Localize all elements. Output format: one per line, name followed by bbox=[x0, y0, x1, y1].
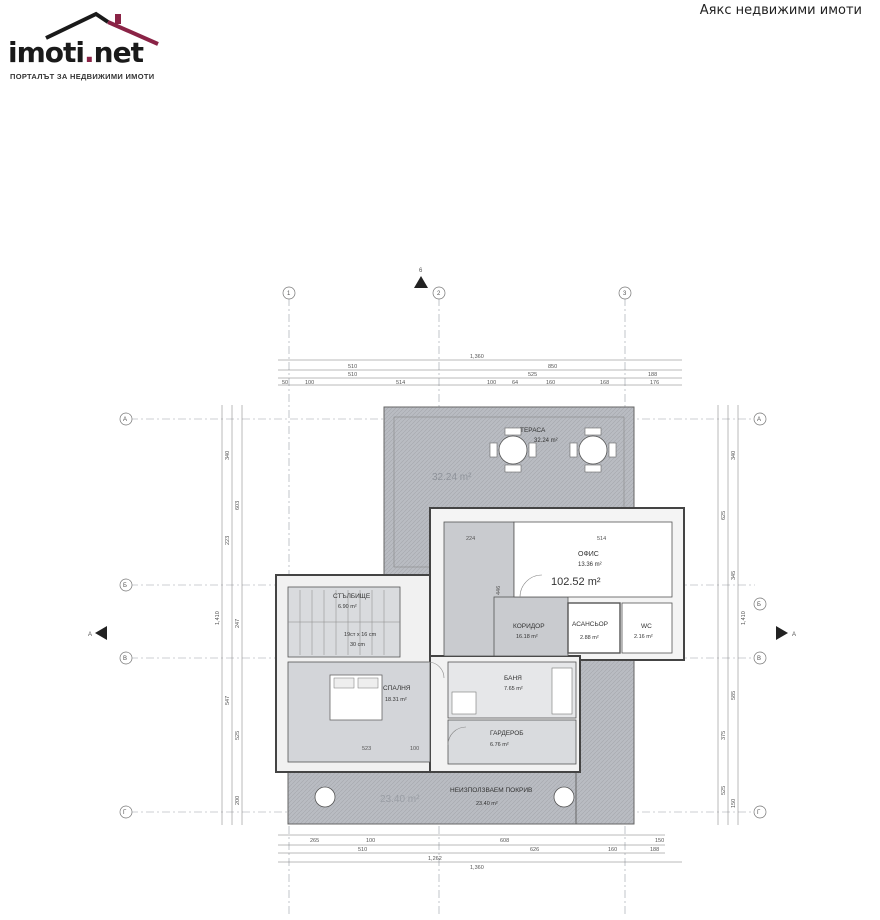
dim-right-c: 345 bbox=[731, 571, 737, 580]
axis-label-b-right: Б bbox=[757, 602, 761, 608]
stair-note2: 30 cm bbox=[350, 642, 365, 648]
room-area-elevator: 2.88 m² bbox=[580, 635, 599, 641]
dim-top3-b: 100 bbox=[305, 380, 314, 386]
dim-right-d: 585 bbox=[731, 691, 737, 700]
dim-left-g: 200 bbox=[235, 796, 241, 805]
dim-left-total: 1,410 bbox=[215, 611, 221, 625]
dim-left-f: 525 bbox=[235, 731, 241, 740]
axis-label-v-right: В bbox=[757, 656, 761, 662]
dim-bottom2-188: 188 bbox=[650, 847, 659, 853]
room-name-stairs: СТЪЛБИЩЕ bbox=[333, 593, 371, 600]
logo-tagline: ПОРТАЛЪТ ЗА НЕДВИЖИМИ ИМОТИ bbox=[10, 72, 155, 81]
room-area-wc: 2.16 m² bbox=[634, 634, 653, 640]
room-name-bath: БАНЯ bbox=[504, 675, 522, 682]
dim-top2-510: 510 bbox=[348, 372, 357, 378]
room-area-office: 13.36 m² bbox=[578, 562, 602, 568]
dim-bottom-100: 100 bbox=[366, 838, 375, 844]
dim-top-850: 850 bbox=[548, 364, 557, 370]
section-label-left: А bbox=[88, 632, 92, 638]
axis-label-a-left: А bbox=[123, 417, 127, 423]
roof-total-area: 23.40 m² bbox=[380, 794, 420, 805]
axis-label-3: 3 bbox=[623, 291, 627, 297]
dim-inner-446: 446 bbox=[496, 586, 502, 595]
room-area-bedroom: 18.31 m² bbox=[385, 697, 407, 703]
section-arrow-left-icon bbox=[95, 626, 107, 640]
logo-house-icon bbox=[45, 11, 159, 46]
room-area-wardrobe: 6.76 m² bbox=[490, 742, 509, 748]
dim-top3-e: 64 bbox=[512, 380, 518, 386]
stair-note: 19ст х 16 cm bbox=[344, 632, 377, 638]
dim-top-total: 1,360 bbox=[470, 354, 484, 360]
dim-top3-g: 168 bbox=[600, 380, 609, 386]
axis-label-1: 1 bbox=[287, 291, 291, 297]
dim-bottom2-160: 160 bbox=[608, 847, 617, 853]
side-dimensions: 1,410 340 603 223 247 547 525 200 1,410 … bbox=[215, 451, 747, 808]
dim-top2-525: 525 bbox=[528, 372, 537, 378]
dim-right-f: 525 bbox=[721, 786, 727, 795]
room-area-roof: 23.40 m² bbox=[476, 801, 498, 807]
section-arrow-right-icon bbox=[776, 626, 788, 640]
dim-top3-h: 176 bbox=[650, 380, 659, 386]
site-logo[interactable]: imoti.net ПОРТАЛЪТ ЗА НЕДВИЖИМИ ИМОТИ bbox=[8, 8, 168, 86]
room-name-corridor: КОРИДОР bbox=[513, 623, 545, 630]
room-area-stairs: 6.90 m² bbox=[338, 604, 357, 610]
dim-right-a: 340 bbox=[731, 451, 737, 460]
dim-top3-d: 100 bbox=[487, 380, 496, 386]
dim-bottom2-626: 626 bbox=[530, 847, 539, 853]
dim-bottom-total2: 1,360 bbox=[470, 865, 484, 871]
room-area-corridor: 16.18 m² bbox=[516, 634, 538, 640]
dim-top3-c: 514 bbox=[396, 380, 405, 386]
room-name-bedroom: СПАЛНЯ bbox=[383, 685, 411, 692]
dim-top3-f: 160 bbox=[546, 380, 555, 386]
dim-left-b: 603 bbox=[235, 501, 241, 510]
dimension-lines bbox=[221, 359, 739, 863]
dim-right-total: 1,410 bbox=[741, 611, 747, 625]
terrace-total-area: 32.24 m² bbox=[432, 472, 472, 483]
floor-total-area: 102.52 m² bbox=[551, 576, 601, 588]
dim-bottom-150: 150 bbox=[655, 838, 664, 844]
room-name-roof: НЕИЗПОЛЗВАЕМ ПОКРИВ bbox=[450, 787, 532, 794]
dim-top-510: 510 bbox=[348, 364, 357, 370]
room-area-bath: 7.65 m² bbox=[504, 686, 523, 692]
room-labels: ТЕРАСА 32.24 m² 32.24 m² ОФИС 13.36 m² 1… bbox=[333, 427, 653, 807]
room-name-wardrobe: ГАРДЕРОБ bbox=[490, 730, 524, 737]
logo-wordmark: imoti.net bbox=[8, 36, 144, 69]
north-arrow-icon bbox=[414, 276, 428, 288]
dim-left-c: 223 bbox=[225, 536, 231, 545]
room-name-office: ОФИС bbox=[578, 551, 599, 558]
dim-left-a: 340 bbox=[225, 451, 231, 460]
axis-label-g-right: Г bbox=[757, 810, 761, 816]
dim-right-e: 375 bbox=[721, 731, 727, 740]
axis-label-b-left: Б bbox=[123, 583, 127, 589]
dim-right-b: 625 bbox=[721, 511, 727, 520]
section-label-right: А bbox=[792, 632, 796, 638]
dim-inner-224: 224 bbox=[466, 536, 475, 542]
axis-label-a-right: А bbox=[757, 417, 761, 423]
dim-inner-514: 514 bbox=[597, 536, 606, 542]
dim-left-e: 547 bbox=[225, 696, 231, 705]
dim-inner-523: 523 bbox=[362, 746, 371, 752]
axis-label-g-left: Г bbox=[123, 810, 127, 816]
axis-bubbles: 1 2 3 А Б В Г А Б В Г bbox=[119, 286, 767, 819]
agency-name: Аякс недвижими имоти bbox=[699, 3, 862, 18]
room-name-terrace: ТЕРАСА bbox=[520, 427, 546, 434]
dim-left-d: 247 bbox=[235, 619, 241, 628]
room-name-elevator: АСАНСЬОР bbox=[572, 621, 608, 628]
axis-label-v-left: В bbox=[123, 656, 127, 662]
axis-label-2: 2 bbox=[437, 291, 441, 297]
dim-right-g: 150 bbox=[731, 799, 737, 808]
dim-top2-188: 188 bbox=[648, 372, 657, 378]
dim-bottom2-510: 510 bbox=[358, 847, 367, 853]
building-outline bbox=[275, 406, 685, 825]
dim-inner-100: 100 bbox=[410, 746, 419, 752]
dim-bottom-total1: 1,262 bbox=[428, 856, 442, 862]
north-label: 6 bbox=[419, 268, 423, 274]
section-markers: А А 6 bbox=[88, 268, 796, 640]
dim-bottom-608: 608 bbox=[500, 838, 509, 844]
dim-bottom-265: 265 bbox=[310, 838, 319, 844]
dim-top3-a: 50 bbox=[282, 380, 288, 386]
room-area-terrace: 32.24 m² bbox=[534, 438, 558, 444]
room-name-wc: WC bbox=[641, 623, 652, 630]
